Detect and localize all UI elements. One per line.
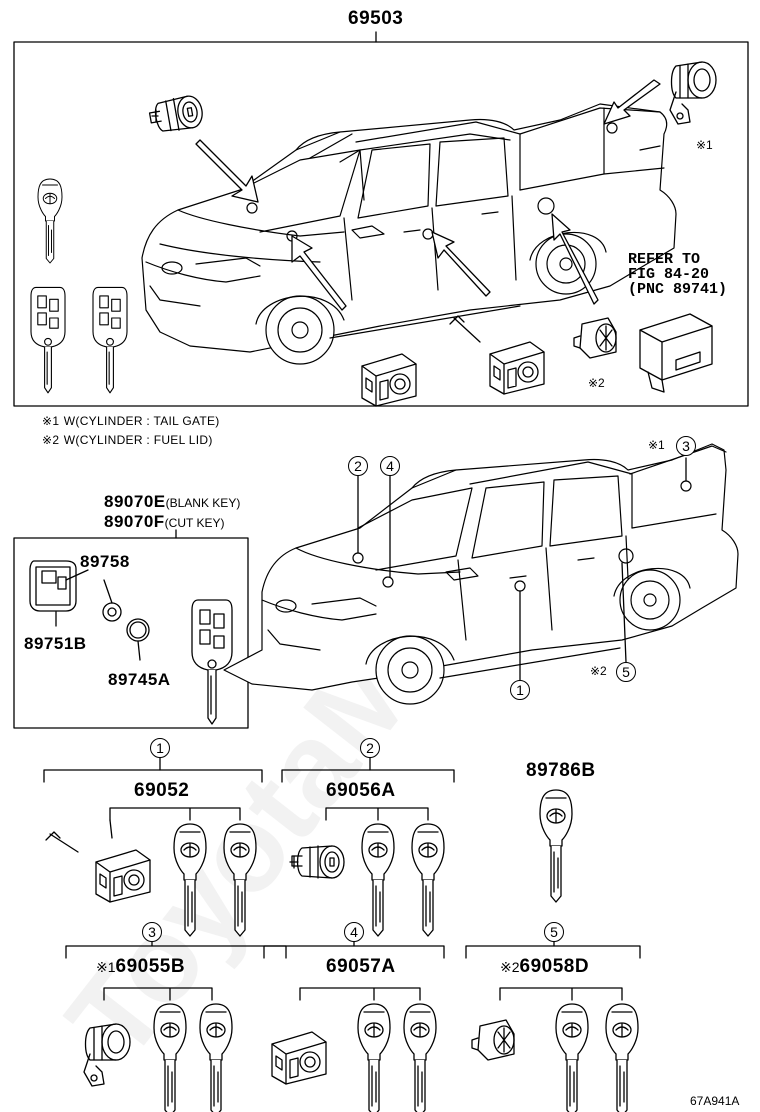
footnote-2: ※2 W(CYLINDER : FUEL LID) [42,431,213,449]
blank-key-label: 89070E(BLANK KEY) [104,492,240,512]
callout-4-truck: 4 [380,456,400,476]
callout-5-truck: 5 [616,662,636,682]
kit-4-part-number: 69057A [326,956,396,977]
mark-fuel-lid: ※2 [588,376,605,390]
cut-key-suffix: (CUT KEY) [164,516,225,530]
blank-key-part-number: 89070E [104,492,166,511]
callout-2-truck: 2 [348,456,368,476]
blank-key-suffix: (BLANK KEY) [165,496,241,510]
kit-3-label: ※169055B [96,956,185,978]
mark-tailgate: ※1 [696,138,713,152]
kit-2-index: 2 [360,738,380,758]
callout-5-mark: ※2 [590,664,607,678]
single-key-part-number: 89786B [526,760,596,781]
callout-1-truck: 1 [510,680,530,700]
kit-1-part-number: 69052 [134,780,190,801]
callout-3-truck: 3 [676,436,696,456]
kit-3-prefix: ※1 [96,959,116,975]
figure-code: 67A941A [690,1094,740,1108]
housing-part-number: 89751B [24,634,87,653]
ring-part-number: 89758 [80,552,130,571]
kit-3-index: 3 [142,922,162,942]
kit-2-part-number: 69056A [326,780,396,801]
kit-3-part-number: 69055B [115,956,186,977]
footnote-1: ※1 W(CYLINDER : TAIL GATE) [42,412,220,430]
kit-5-index: 5 [544,922,564,942]
battery-part-number: 89745A [108,670,171,689]
footnote-1-text: W(CYLINDER : TAIL GATE) [63,414,220,428]
kit-5-label: ※269058D [500,956,589,978]
kit-4-index: 4 [344,922,364,942]
footnote-2-marker: ※2 [42,433,60,447]
callout-3-mark: ※1 [648,438,665,452]
refer-note: REFER TO FIG 84-20 (PNC 89741) [628,251,728,298]
cut-key-part-number: 89070F [104,512,165,531]
cut-key-label: 89070F(CUT KEY) [104,512,224,532]
kit-5-part-number: 69058D [519,956,590,977]
main-assembly-part-number: 69503 [348,8,404,29]
kit-5-prefix: ※2 [500,959,520,975]
kit-1-index: 1 [150,738,170,758]
footnote-1-marker: ※1 [42,414,60,428]
footnote-2-text: W(CYLINDER : FUEL LID) [63,433,213,447]
